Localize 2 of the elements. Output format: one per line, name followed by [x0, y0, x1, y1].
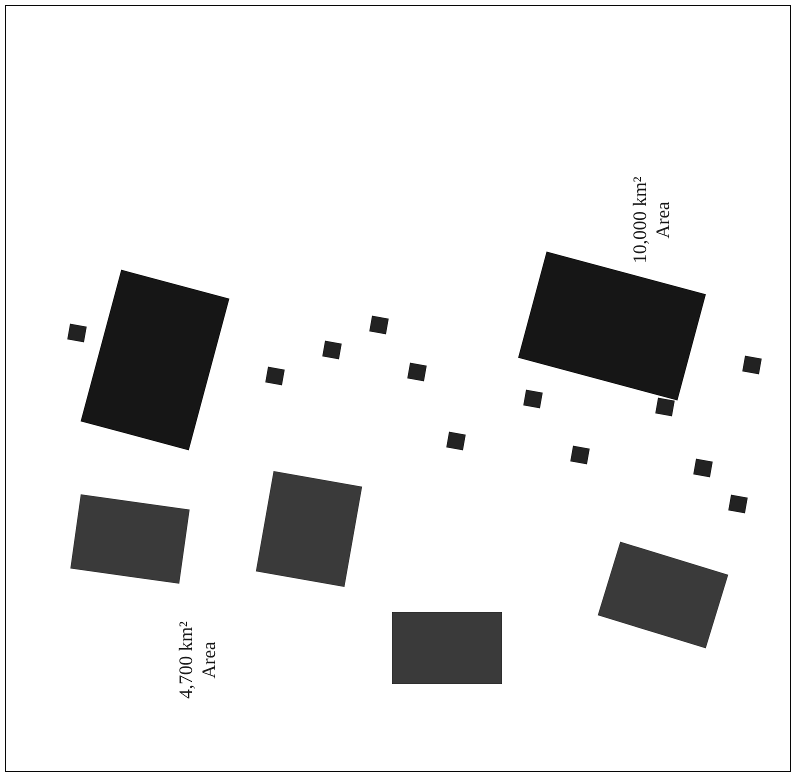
area-label: 4,700 km² Area [175, 620, 221, 701]
area-label: 10,000 km² Area [629, 176, 675, 266]
